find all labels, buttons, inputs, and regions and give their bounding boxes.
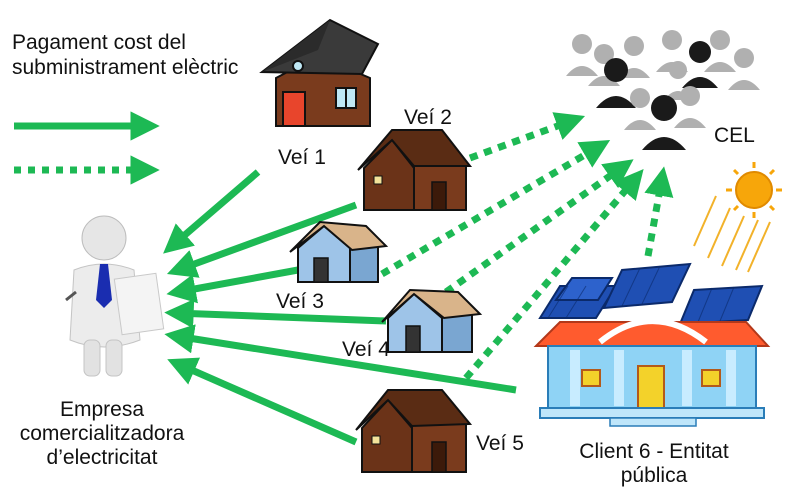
- client-line-1: Client 6 - Entitat: [579, 440, 729, 463]
- public-building-icon: [533, 262, 771, 427]
- legend-arrows: [14, 111, 160, 185]
- sun-icon: [693, 162, 782, 273]
- cel-people-icon: [566, 30, 760, 150]
- company-line-3: d’electricitat: [46, 446, 158, 469]
- payment-arrows: [163, 169, 517, 446]
- solar-panels: [538, 262, 764, 326]
- cel-arrows: [380, 112, 674, 381]
- label-vei5: Veí 5: [476, 432, 524, 455]
- client-line-2: pública: [620, 464, 688, 487]
- house-vei3-icon: [289, 220, 389, 283]
- arrow-vei2-to-cel: [468, 112, 586, 162]
- company-label: Empresa comercialitzadora d’electricitat: [0, 398, 204, 470]
- company-line-2: comercialitzadora: [19, 422, 185, 445]
- company-person-icon: [65, 215, 165, 377]
- house-vei2-icon: [357, 129, 473, 211]
- arrow-vei3-to-company: [166, 266, 299, 304]
- arrow-vei2-to-company: [166, 201, 358, 278]
- arrow-vei4-to-company: [164, 298, 387, 329]
- house-vei4-icon: [381, 288, 483, 353]
- label-vei3: Veí 3: [276, 290, 324, 313]
- client-label: Client 6 - Entitat pública: [560, 440, 748, 488]
- arrow-vei3-to-cel: [380, 140, 611, 278]
- house-vei1-icon: [259, 18, 380, 127]
- arrow-vei4-to-cel: [443, 159, 634, 295]
- arrow-client6-to-cel: [644, 166, 674, 257]
- arrow-client6-to-company: [164, 324, 517, 394]
- arrow-vei1-to-company: [163, 169, 261, 254]
- label-vei2: Veí 2: [404, 106, 452, 129]
- label-cel: CEL: [714, 124, 755, 147]
- label-vei4: Veí 4: [342, 338, 390, 361]
- label-vei1: Veí 1: [278, 146, 326, 169]
- arrow-vei5-to-company: [167, 357, 358, 446]
- company-line-1: Empresa: [59, 398, 145, 421]
- legend-label: Pagament cost del subministrament elèctr…: [12, 31, 239, 79]
- house-vei5-icon: [355, 389, 473, 473]
